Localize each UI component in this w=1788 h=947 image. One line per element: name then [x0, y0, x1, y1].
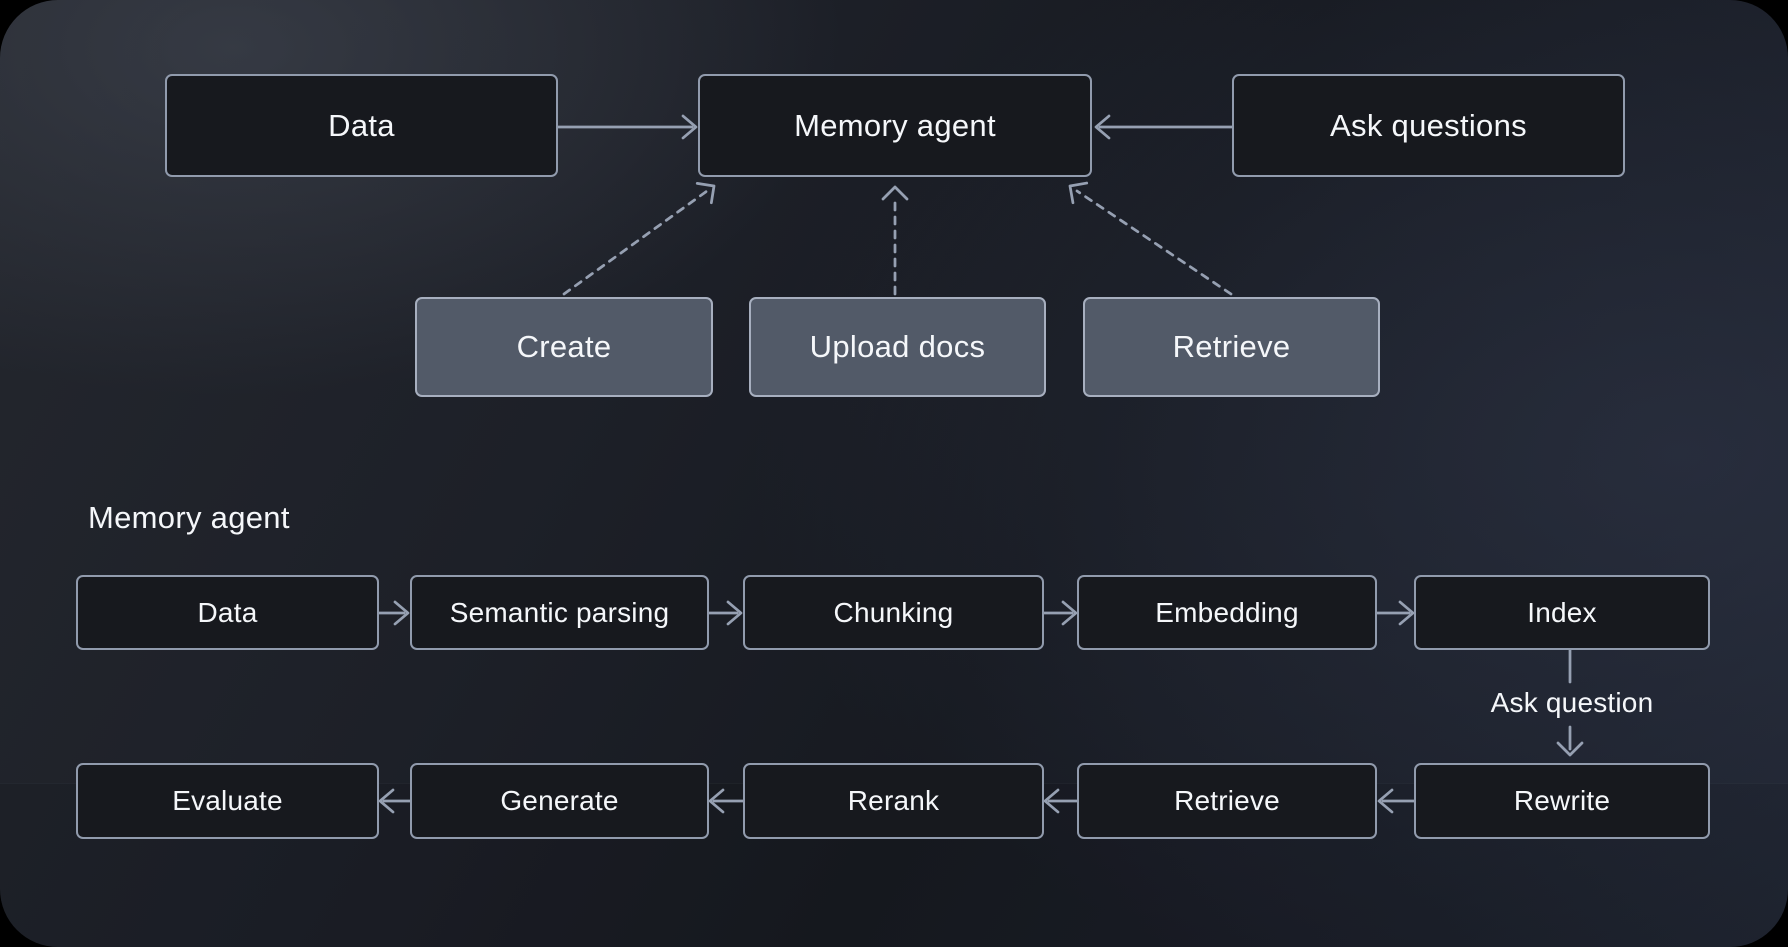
node-pipeline-data: Data — [76, 575, 379, 650]
arrow-data-to-memory-agent — [556, 114, 698, 140]
node-semantic-parsing: Semantic parsing — [410, 575, 709, 650]
node-rewrite: Rewrite — [1414, 763, 1710, 839]
node-label: Generate — [500, 785, 619, 816]
node-label: Data — [328, 107, 395, 143]
node-memory-agent: Memory agent — [698, 74, 1092, 177]
node-label: Ask questions — [1330, 107, 1527, 143]
node-label: Upload docs — [809, 329, 986, 364]
dashed-arrow-retrieve-to-memory-agent — [1068, 181, 1233, 296]
node-retrieve: Retrieve — [1077, 763, 1377, 839]
node-generate: Generate — [410, 763, 709, 839]
dashed-arrow-upload-docs-to-memory-agent — [881, 185, 909, 296]
node-retrieve-action: Retrieve — [1083, 297, 1380, 397]
arrow-ask-questions-to-memory-agent — [1094, 114, 1234, 140]
arrow-rerank-to-generate — [708, 788, 745, 814]
arrow-rewrite-to-retrieve — [1377, 788, 1416, 814]
arrow-retrieve-to-rerank — [1043, 788, 1079, 814]
node-label: Chunking — [833, 596, 954, 628]
arrow-embedding-to-index — [1375, 600, 1415, 626]
node-label: Retrieve — [1172, 329, 1291, 364]
node-create-action: Create — [415, 297, 713, 397]
node-ask-questions: Ask questions — [1232, 74, 1625, 177]
dashed-arrow-create-to-memory-agent — [562, 181, 716, 296]
node-label: Rewrite — [1513, 785, 1611, 816]
branch-label-ask-question: Ask question — [1490, 687, 1654, 718]
node-index: Index — [1414, 575, 1710, 650]
arrow-chunking-to-embedding — [1042, 600, 1078, 626]
node-data-source: Data — [165, 74, 558, 177]
arrow-semantic-parsing-to-chunking — [707, 600, 743, 626]
arrow-generate-to-evaluate — [378, 788, 412, 814]
node-label: Evaluate — [172, 785, 283, 816]
node-embedding: Embedding — [1077, 575, 1377, 650]
node-evaluate: Evaluate — [76, 763, 379, 839]
node-label: Retrieve — [1174, 785, 1280, 816]
node-label: Rerank — [847, 785, 940, 816]
node-chunking: Chunking — [743, 575, 1044, 650]
node-label: Data — [197, 596, 258, 628]
node-label: Memory agent — [794, 107, 996, 143]
node-upload-docs-action: Upload docs — [749, 297, 1046, 397]
node-label: Index — [1527, 596, 1597, 628]
node-label: Create — [516, 329, 612, 364]
arrow-data-to-semantic-parsing — [377, 600, 410, 626]
node-label: Semantic parsing — [449, 596, 670, 628]
node-rerank: Rerank — [743, 763, 1044, 839]
node-label: Embedding — [1155, 596, 1299, 628]
pipeline-title: Memory agent — [88, 500, 290, 535]
